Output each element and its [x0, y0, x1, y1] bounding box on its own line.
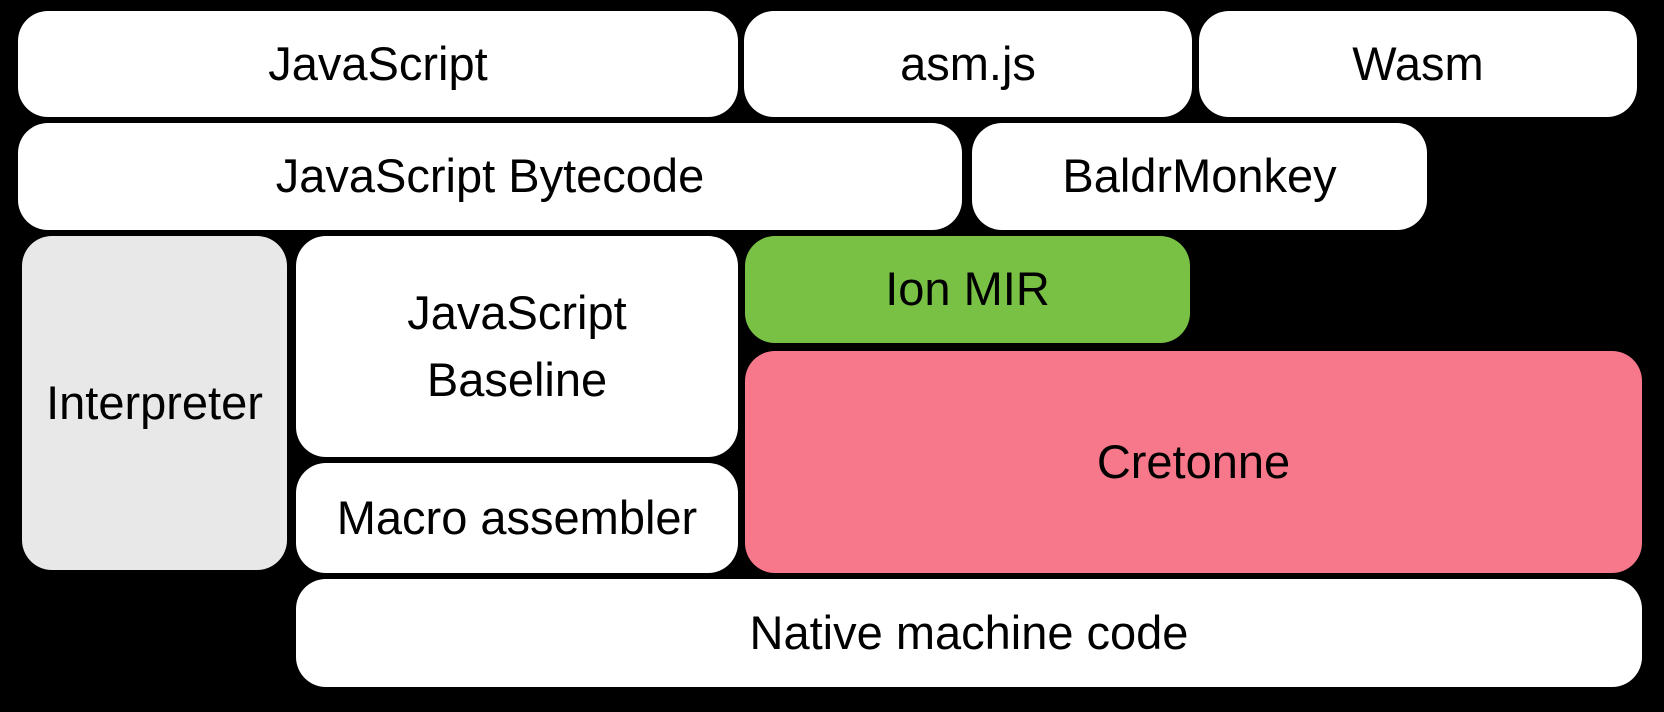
box-label-interpreter: Interpreter	[46, 375, 263, 429]
box-label-macro-assembler: Macro assembler	[336, 490, 698, 544]
box-label-javascript-baseline: JavaScript Baseline	[407, 285, 627, 406]
box-macro-assembler: Macro assembler	[296, 463, 738, 573]
box-javascript-baseline: JavaScript Baseline	[296, 236, 738, 457]
box-interpreter: Interpreter	[22, 236, 287, 570]
box-label-asmjs: asm.js	[900, 36, 1036, 90]
box-label-ion-mir: Ion MIR	[885, 262, 1050, 316]
box-javascript: JavaScript	[18, 11, 738, 117]
box-cretonne: Cretonne	[745, 351, 1642, 573]
box-label-baldrmonkey: BaldrMonkey	[1062, 149, 1337, 203]
box-native-machine-code: Native machine code	[296, 579, 1642, 687]
box-label-cretonne: Cretonne	[1096, 434, 1291, 488]
box-wasm: Wasm	[1199, 11, 1637, 117]
box-baldrmonkey: BaldrMonkey	[972, 123, 1427, 230]
box-label-javascript-bytecode: JavaScript Bytecode	[275, 149, 705, 203]
box-label-wasm: Wasm	[1352, 36, 1484, 90]
box-label-javascript: JavaScript	[268, 36, 488, 90]
box-label-native-machine-code: Native machine code	[749, 605, 1189, 659]
box-javascript-bytecode: JavaScript Bytecode	[18, 123, 962, 230]
box-asmjs: asm.js	[744, 11, 1192, 117]
box-ion-mir: Ion MIR	[745, 236, 1190, 343]
